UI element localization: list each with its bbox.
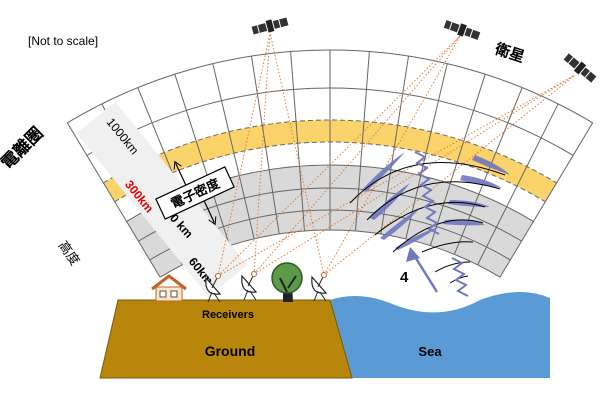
- grid-radial: [290, 51, 306, 232]
- grid-radial: [499, 122, 594, 278]
- grid-radial: [66, 122, 161, 278]
- sea: [330, 291, 550, 378]
- grid-radial: [429, 74, 486, 246]
- house-icon: [151, 274, 187, 302]
- not-to-scale-note: [Not to scale]: [28, 34, 98, 48]
- signal-ray: [323, 35, 461, 276]
- altitude-label: 高度: [56, 238, 83, 268]
- receiver-dish-icon: [311, 272, 328, 302]
- receiver-dish-icon: [241, 271, 258, 301]
- traveling-ionospheric-disturbance: [349, 151, 510, 297]
- satellite-icon: [443, 20, 481, 40]
- signal-ray: [323, 74, 576, 276]
- grid-radial: [354, 51, 370, 232]
- grid-radial: [250, 56, 280, 235]
- grid-radial: [405, 63, 448, 239]
- signal-ray: [217, 32, 271, 277]
- tree-icon: [271, 262, 303, 302]
- signal-ray: [269, 32, 325, 276]
- grid-radial: [174, 74, 231, 246]
- wave-number: 4: [400, 269, 409, 286]
- signal-rays: [217, 32, 576, 277]
- satellite-label: 衛星: [492, 39, 527, 66]
- receivers-label: Receivers: [202, 309, 254, 321]
- sea-label: Sea: [418, 344, 442, 359]
- receiver-dish-icon: [205, 273, 222, 303]
- ground-label: Ground: [205, 343, 256, 359]
- grid-radial: [477, 103, 559, 266]
- grid-radial: [212, 63, 255, 239]
- ground: [99, 299, 353, 379]
- ionosphere-label: 電離圏: [0, 123, 47, 173]
- grid-radial: [453, 87, 523, 255]
- signal-ray: [217, 35, 461, 277]
- satellite-icon: [251, 17, 289, 35]
- ionospheric-shell-band: [103, 120, 557, 202]
- satellite-icon: [563, 53, 597, 83]
